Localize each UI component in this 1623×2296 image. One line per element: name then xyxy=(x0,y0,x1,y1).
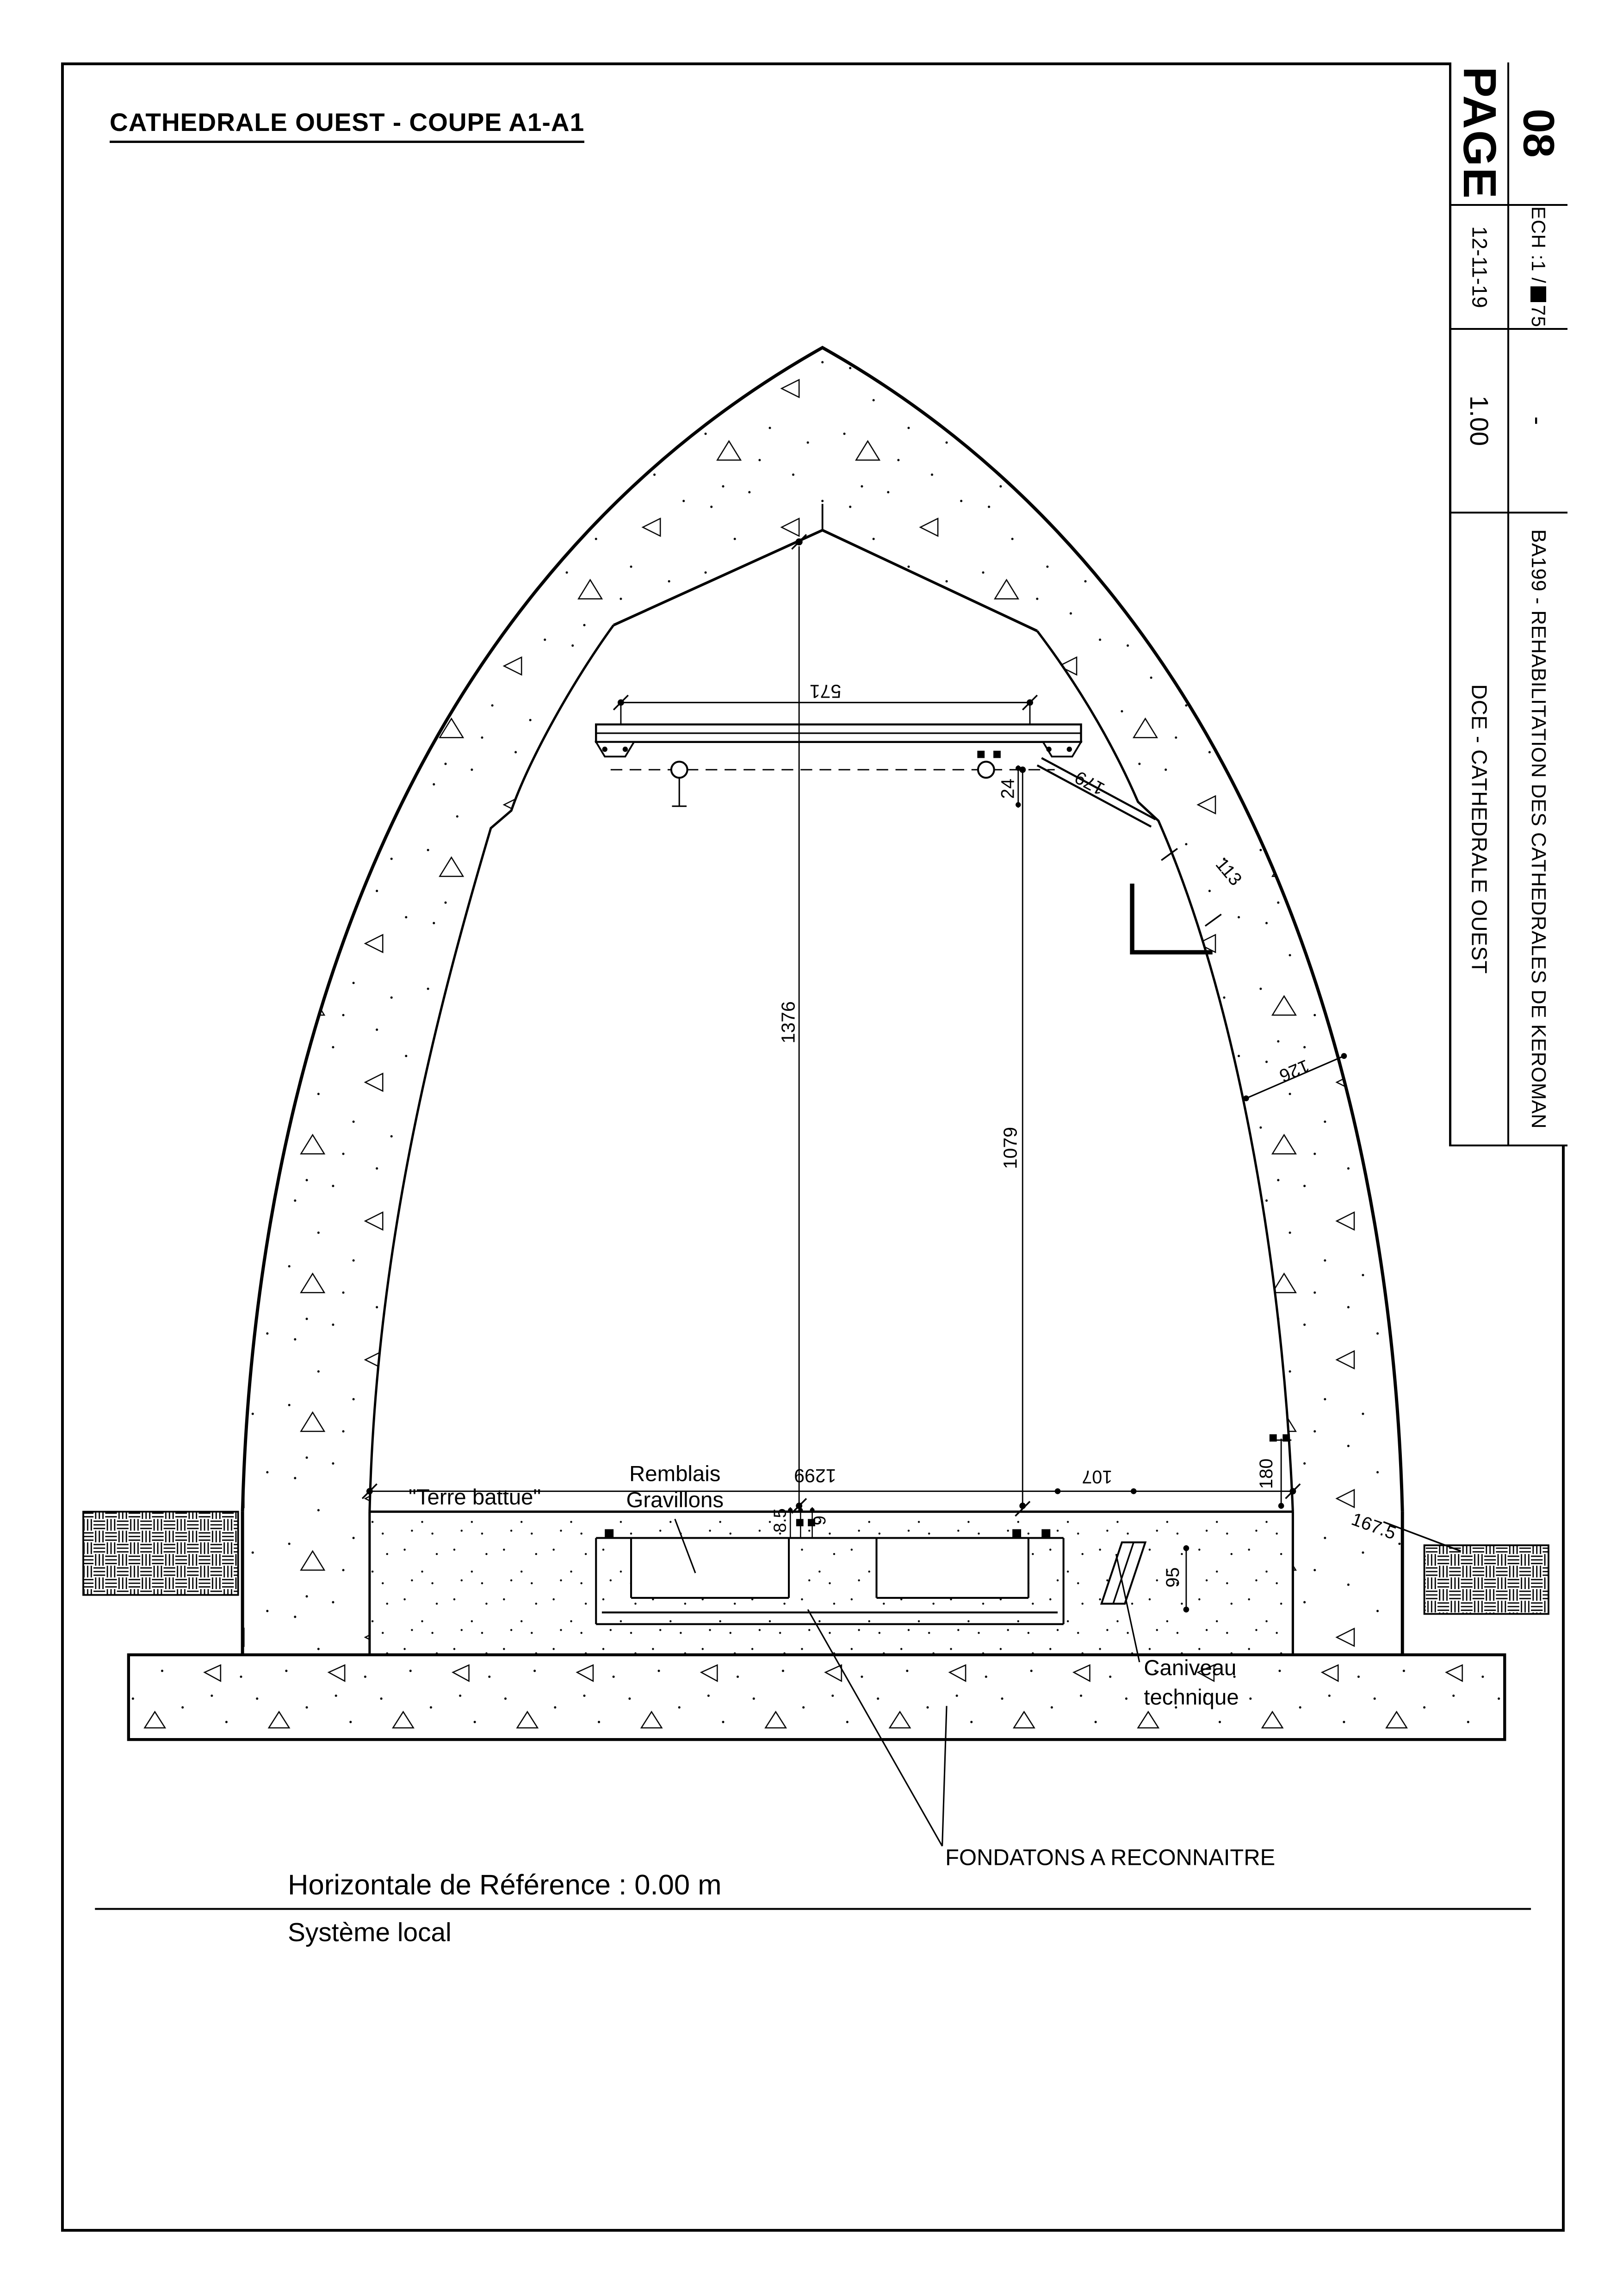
dim-180: 180 xyxy=(1256,1459,1276,1489)
floor-dimensions xyxy=(361,1434,1301,1613)
shell-thickness-dim xyxy=(1243,1053,1347,1102)
dim-571: 571 xyxy=(810,681,841,702)
titleblock-index: 1.00 xyxy=(1451,330,1509,514)
dim-1299: 1299 xyxy=(794,1465,836,1486)
dim-8-5: 8.5 xyxy=(771,1508,790,1533)
label-reference: Horizontale de Référence : 0.00 m xyxy=(288,1869,721,1901)
dim-9: 9 xyxy=(810,1516,830,1525)
label-systeme-local: Système local xyxy=(288,1918,452,1947)
arch-shell xyxy=(241,346,1404,1512)
titleblock-date: 12-11-19 xyxy=(1451,206,1509,330)
titleblock-scale: ECH :1 / 75 xyxy=(1509,206,1567,330)
strut-and-bracket xyxy=(1036,757,1222,955)
dim-107: 107 xyxy=(1082,1467,1112,1487)
dim-24: 24 xyxy=(997,779,1018,799)
label-remblais-2: Gravillons xyxy=(626,1488,724,1512)
ground-hatch-right xyxy=(1383,1521,1549,1615)
ground-hatch-left xyxy=(82,1510,239,1596)
titleblock-project-name: BA199 - REHABILITATION DES CATHEDRALES D… xyxy=(1509,514,1567,1146)
label-remblais-1: Remblais xyxy=(629,1461,720,1486)
dim-95: 95 xyxy=(1163,1567,1183,1588)
titleblock-revision: - xyxy=(1509,330,1567,514)
titleblock-page-label: PAGE xyxy=(1451,62,1509,206)
scale-label: ECH :1 / xyxy=(1528,206,1549,284)
sheet-border xyxy=(61,62,1565,2232)
page-title: CATHEDRALE OUEST - COUPE A1-A1 xyxy=(110,107,585,143)
redaction-square xyxy=(1530,286,1546,302)
label-terre-battue: "Terre battue" xyxy=(409,1485,541,1510)
leader-lines xyxy=(674,1518,1140,1847)
wall-bases xyxy=(241,1511,1404,1655)
crane-beam xyxy=(594,694,1083,808)
caniveau-structure xyxy=(595,1519,1147,1625)
dim-1376: 1376 xyxy=(778,1001,799,1043)
label-caniveau-2: technique xyxy=(1144,1685,1239,1709)
titleblock-doc-name: DCE - CATHEDRALE OUEST xyxy=(1451,514,1509,1146)
titleblock-page-number: 08 xyxy=(1509,62,1567,206)
vertical-dimensions xyxy=(791,546,1031,1517)
scale-value: 75 xyxy=(1528,305,1549,328)
apex-point xyxy=(791,534,807,550)
label-caniveau-1: Caniveau xyxy=(1144,1656,1236,1680)
title-block: PAGE 08 12-11-19 ECH :1 / 75 1.00 - DCE -… xyxy=(1449,62,1567,1146)
dim-1079: 1079 xyxy=(1000,1127,1021,1169)
label-fondations: FONDATONS A RECONNAITRE xyxy=(945,1845,1275,1870)
